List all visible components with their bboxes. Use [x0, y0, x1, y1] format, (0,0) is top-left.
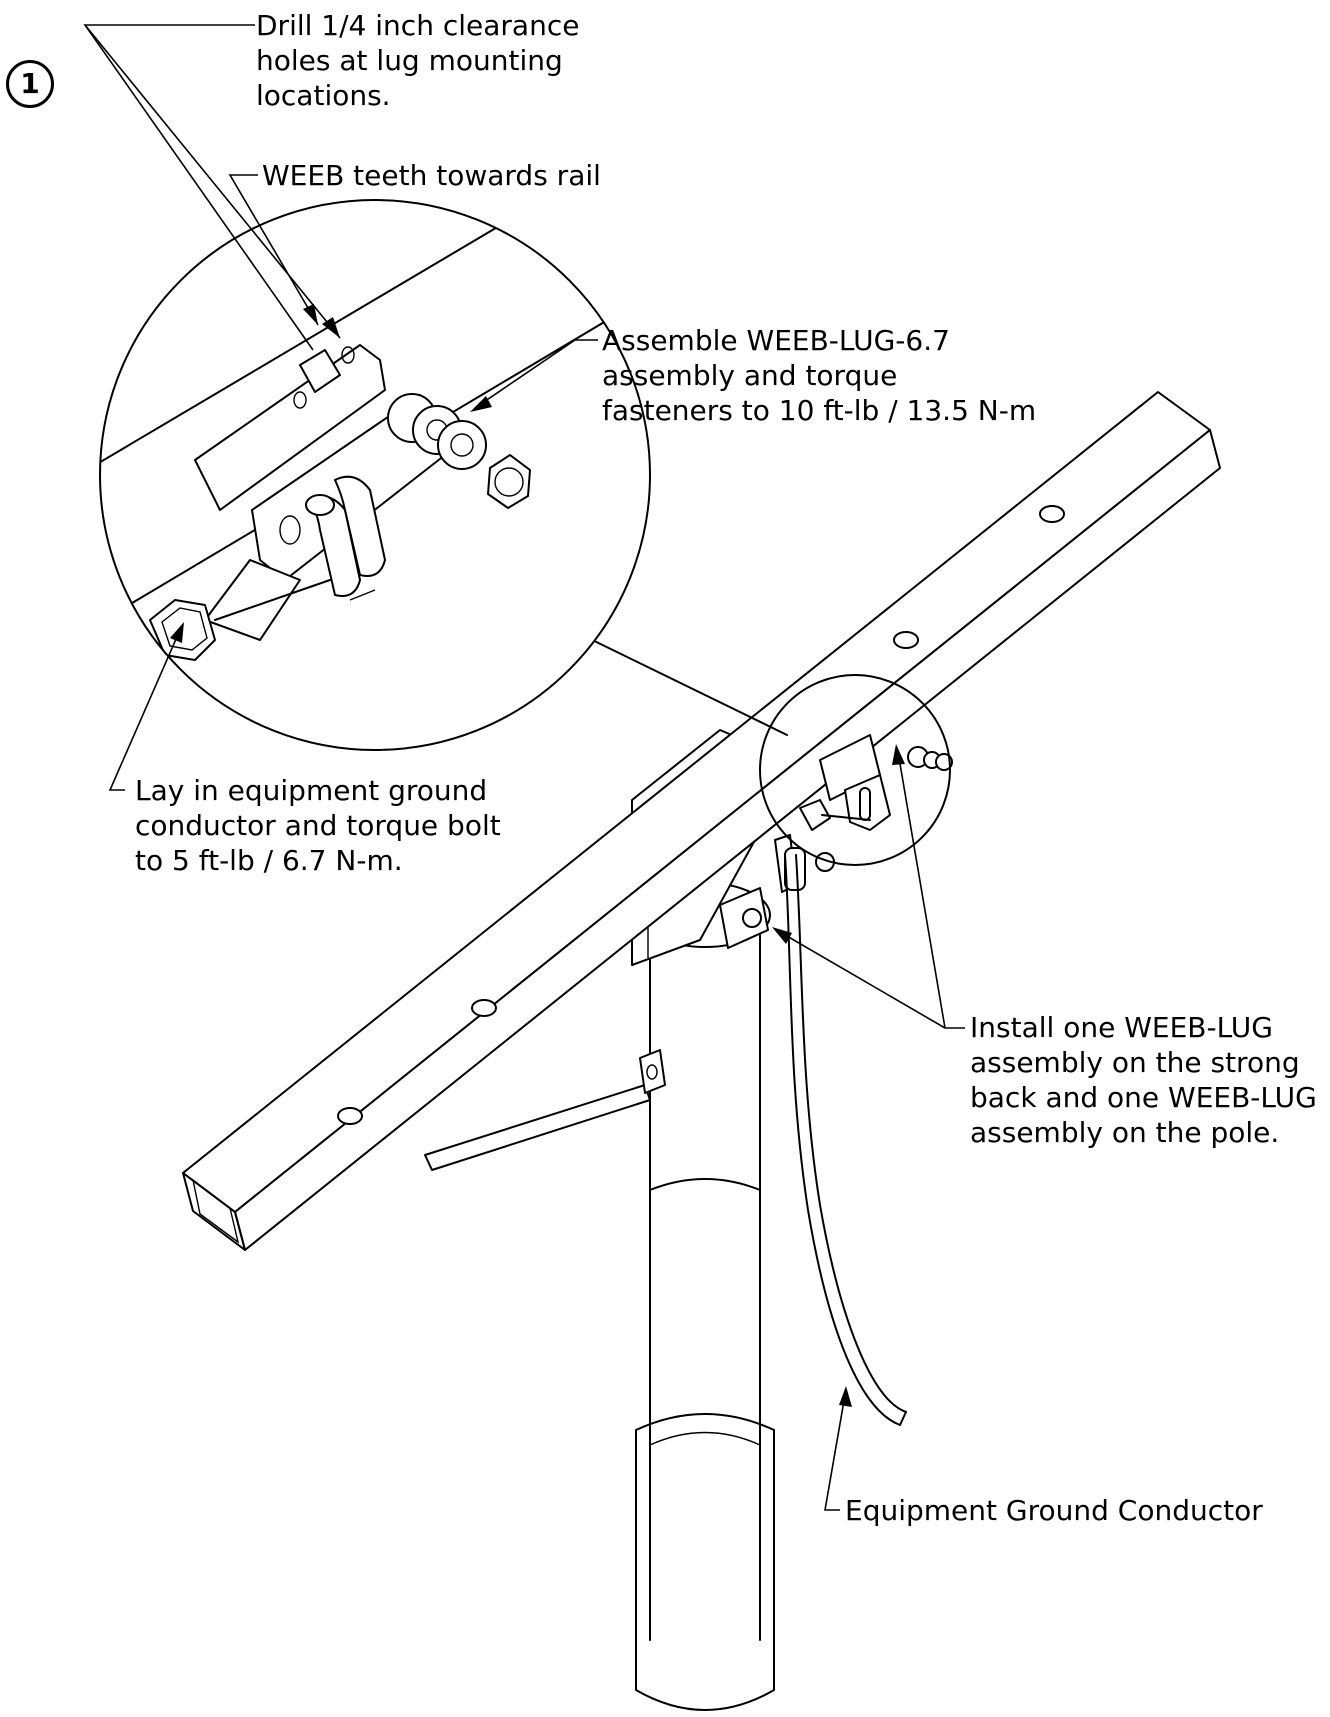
- pole: [635, 882, 775, 1711]
- rail-lug: [799, 734, 953, 831]
- leader-lines: [83, 24, 965, 1511]
- callout-install: Install one WEEB-LUG assembly on the str…: [970, 1011, 1317, 1149]
- brace: [424, 1049, 666, 1171]
- callout-drill: Drill 1/4 inch clearance holes at lug mo…: [256, 9, 580, 112]
- ground-conductor: [784, 854, 907, 1426]
- detail-circle-large: [99, 199, 651, 751]
- step-number-badge: 1: [6, 60, 54, 108]
- callout-lay-in: Lay in equipment ground conductor and to…: [135, 774, 501, 877]
- detail-circle-small: [759, 674, 951, 866]
- callout-weeb-teeth: WEEB teeth towards rail: [262, 159, 601, 192]
- rail: [182, 391, 1221, 1251]
- callout-conductor: Equipment Ground Conductor: [845, 1494, 1263, 1527]
- callout-assemble: Assemble WEEB-LUG-6.7 assembly and torqu…: [602, 324, 1037, 427]
